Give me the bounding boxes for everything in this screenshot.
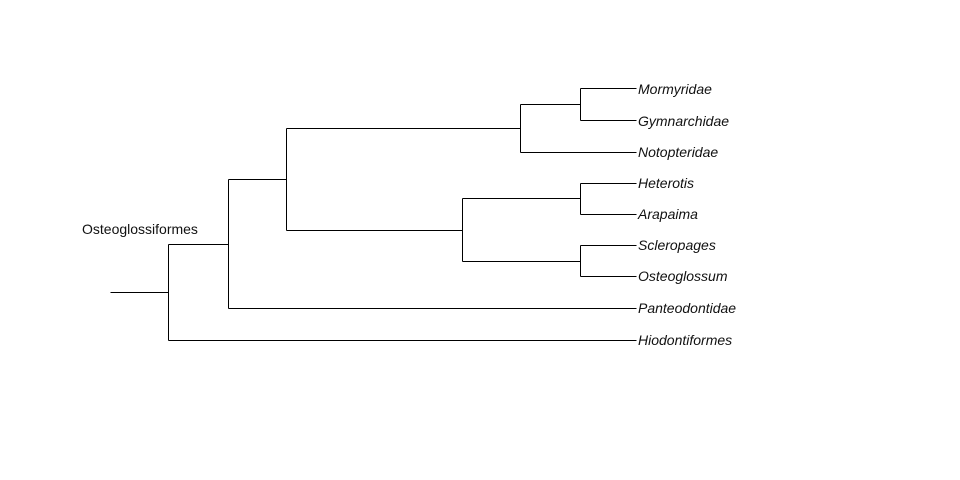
- taxon-label-heterotis: Heterotis: [638, 175, 694, 191]
- taxon-label-arapaima: Arapaima: [637, 206, 698, 222]
- taxon-label-hiodontiformes: Hiodontiformes: [638, 332, 732, 348]
- taxon-label-mormyridae: Mormyridae: [638, 81, 712, 97]
- tree-branches: [110, 88, 637, 341]
- taxon-label-notopteridae: Notopteridae: [638, 144, 718, 160]
- taxon-label-gymnarchidae: Gymnarchidae: [638, 113, 729, 129]
- taxon-label-osteoglossum: Osteoglossum: [638, 268, 728, 284]
- tree-labels: Osteoglossiformes Mormyridae Gymnarchida…: [82, 81, 736, 348]
- taxon-label-panteodontidae: Panteodontidae: [638, 300, 736, 316]
- taxon-label-scleropages: Scleropages: [638, 237, 716, 253]
- clade-label-osteoglossiformes: Osteoglossiformes: [82, 221, 198, 237]
